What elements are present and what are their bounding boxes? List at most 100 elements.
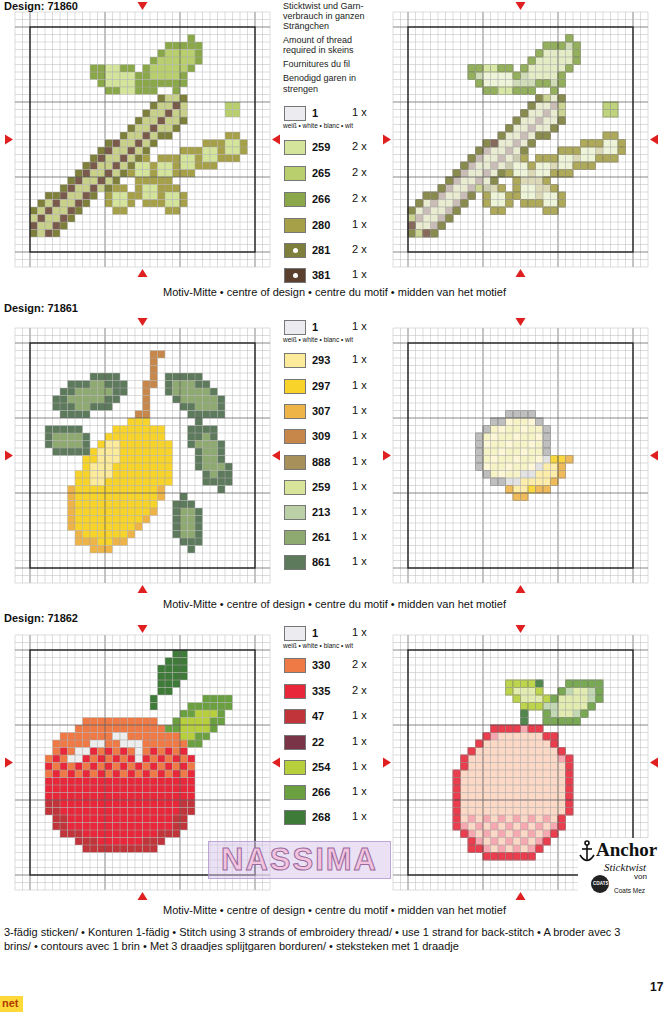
stitch-cell xyxy=(558,718,566,726)
grid-line xyxy=(15,635,270,636)
stitch-cell xyxy=(528,486,536,494)
stitch-cell xyxy=(558,800,566,808)
grid-line xyxy=(15,124,270,125)
stitch-cell xyxy=(423,200,431,208)
stitch-cell xyxy=(165,185,173,193)
stitch-cell xyxy=(165,388,173,396)
stitch-cell xyxy=(105,162,113,170)
grid-line xyxy=(393,79,648,80)
stitch-cell xyxy=(165,381,173,389)
stitch-cell xyxy=(68,740,76,748)
grid-line xyxy=(15,448,270,449)
stitch-cell xyxy=(543,448,551,456)
stitch-cell xyxy=(120,501,128,509)
stitch-cell xyxy=(558,456,566,464)
stitch-cell xyxy=(45,770,53,778)
stitch-cell xyxy=(483,87,491,95)
stitch-cell xyxy=(188,808,196,816)
stitch-cell xyxy=(506,486,514,494)
stitch-cell xyxy=(203,140,211,148)
stitch-cell xyxy=(188,778,196,786)
stitch-cell xyxy=(558,778,566,786)
stitch-cell xyxy=(143,493,151,501)
stitch-cell xyxy=(483,162,491,170)
stitch-cell xyxy=(68,778,76,786)
stitch-cell xyxy=(143,845,151,853)
stitch-cell xyxy=(98,508,106,516)
stitch-cell xyxy=(173,516,181,524)
lemon-chart xyxy=(5,318,280,593)
stitch-cell xyxy=(453,800,461,808)
grid-line xyxy=(15,328,270,329)
stitch-cell xyxy=(150,448,158,456)
grid-line xyxy=(393,365,648,366)
stitch-cell xyxy=(150,725,158,733)
stitch-cell xyxy=(188,538,196,546)
stitch-cell xyxy=(135,770,143,778)
stitch-cell xyxy=(105,815,113,823)
stitch-cell xyxy=(53,200,61,208)
stitch-cell xyxy=(143,733,151,741)
stitch-cell xyxy=(513,456,521,464)
stitch-cell xyxy=(528,102,536,110)
stitch-cell xyxy=(120,200,128,208)
stitch-cell xyxy=(203,381,211,389)
stitch-cell xyxy=(105,531,113,539)
stitch-cell xyxy=(158,688,166,696)
stitch-cell xyxy=(225,132,233,140)
stitch-cell xyxy=(158,838,166,846)
stitch-cell xyxy=(573,680,581,688)
stitch-cell xyxy=(53,770,61,778)
stitch-cell xyxy=(491,733,499,741)
stitch-cell xyxy=(113,471,121,479)
stitch-cell xyxy=(476,815,484,823)
stitch-cell xyxy=(45,763,53,771)
stitch-cell xyxy=(558,815,566,823)
stitch-cell xyxy=(173,650,181,658)
stitch-cell xyxy=(90,523,98,531)
stitch-cell xyxy=(83,748,91,756)
grid-line xyxy=(393,162,648,163)
stitch-cell xyxy=(506,755,514,763)
stitch-cell xyxy=(135,471,143,479)
stitch-cell xyxy=(105,381,113,389)
stitch-cell xyxy=(476,456,484,464)
stitch-cell xyxy=(543,740,551,748)
stitch-cell xyxy=(128,815,136,823)
grid-line xyxy=(15,478,270,479)
stitch-cell xyxy=(513,808,521,816)
stitch-cell xyxy=(135,125,143,133)
stitch-cell xyxy=(513,441,521,449)
stitch-cell xyxy=(120,823,128,831)
stitch-cell xyxy=(165,162,173,170)
stitch-cell xyxy=(173,748,181,756)
stitch-cell xyxy=(498,200,506,208)
stitch-cell xyxy=(528,200,536,208)
stitch-cell xyxy=(128,830,136,838)
stitch-cell xyxy=(210,703,218,711)
stitch-cell xyxy=(588,703,596,711)
stitch-cell xyxy=(543,800,551,808)
stitch-cell xyxy=(143,755,151,763)
grid-line xyxy=(15,710,270,711)
grid-line xyxy=(15,508,270,509)
stitch-cell xyxy=(543,155,551,163)
grid-line xyxy=(393,42,648,43)
stitch-cell xyxy=(195,155,203,163)
stitch-cell xyxy=(225,471,233,479)
chart-frame xyxy=(408,343,633,568)
stitch-cell xyxy=(446,215,454,223)
stitch-cell xyxy=(476,72,484,80)
stitch-cell xyxy=(408,222,416,230)
stitch-cell xyxy=(90,65,98,73)
stitch-cell xyxy=(491,162,499,170)
stitch-cell xyxy=(128,478,136,486)
stitch-cell xyxy=(528,65,536,73)
stitch-cell xyxy=(558,471,566,479)
stitch-cell xyxy=(498,456,506,464)
grid-line xyxy=(393,455,648,456)
grid-line xyxy=(15,388,270,389)
stitch-cell xyxy=(461,800,469,808)
stitch-cell xyxy=(98,403,106,411)
stitch-cell xyxy=(536,688,544,696)
